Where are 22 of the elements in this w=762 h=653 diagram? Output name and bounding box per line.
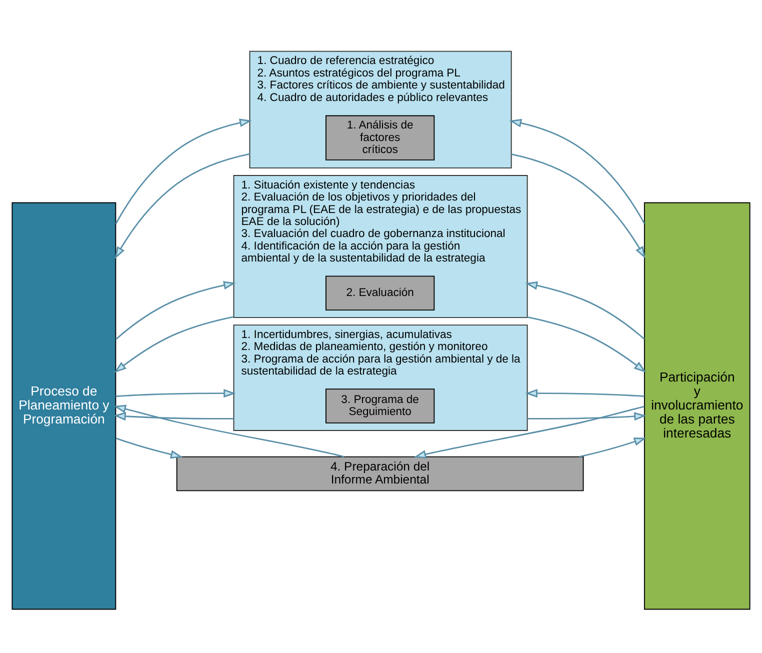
arrow — [114, 316, 234, 373]
node-box: Participación y involucramiento de las partes interesadas — [644, 202, 750, 610]
arrow — [509, 118, 646, 224]
arrow — [414, 406, 644, 458]
arrow — [527, 412, 646, 421]
node-box: 4. Preparación del Informe Ambiental — [176, 456, 584, 492]
node-box: 3. Programa de Seguimiento — [325, 388, 435, 424]
arrow — [115, 118, 252, 224]
arrow — [114, 153, 250, 259]
node-box: Proceso de Planeamiento y Programación — [12, 202, 116, 610]
arrow — [115, 281, 236, 340]
arrow — [114, 404, 344, 458]
arrow — [116, 389, 236, 398]
arrow — [527, 316, 646, 373]
node-box: 2. Evaluación — [325, 276, 435, 310]
arrow — [525, 281, 645, 340]
arrow — [525, 389, 644, 398]
arrow — [114, 412, 234, 421]
arrow — [511, 154, 646, 259]
node-box: 1. Análisis de factores críticos — [325, 115, 435, 160]
arrow — [579, 438, 646, 458]
arrow — [116, 438, 183, 459]
